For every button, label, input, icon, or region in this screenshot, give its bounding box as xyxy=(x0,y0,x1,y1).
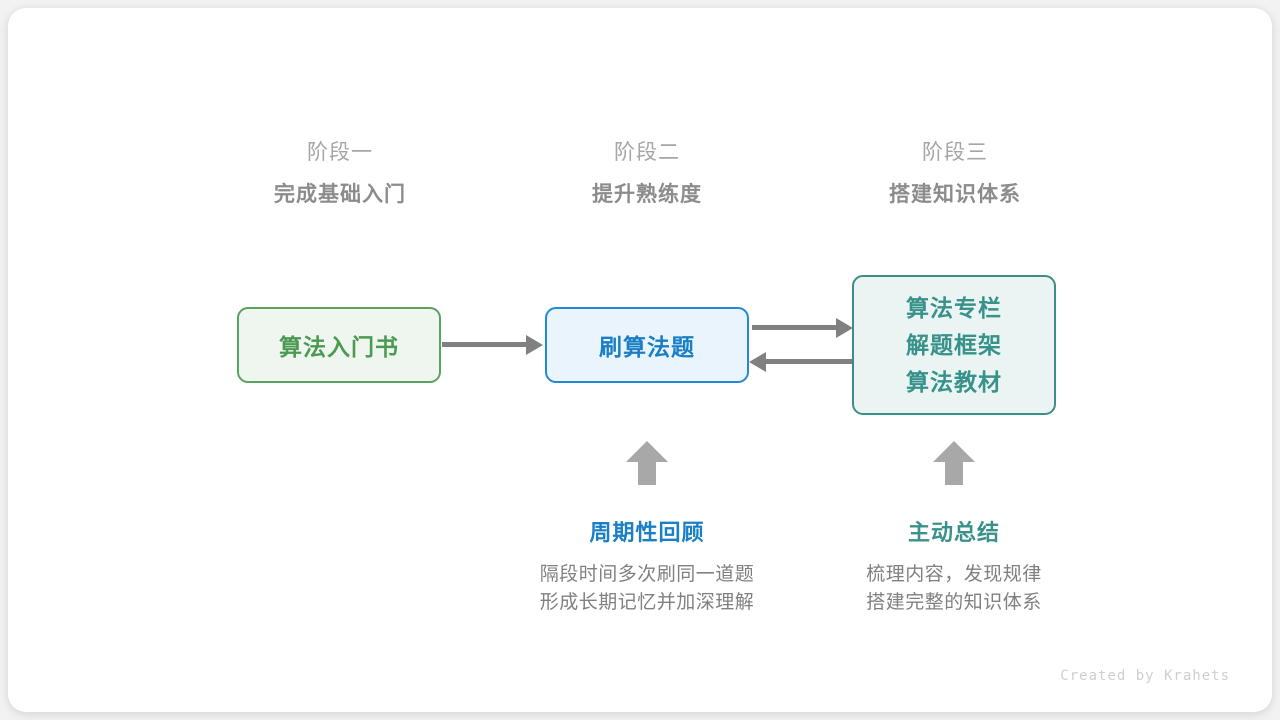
stage-header-3: 阶段三 搭建知识体系 xyxy=(825,138,1085,212)
stage-number: 阶段一 xyxy=(307,141,373,164)
stage-title: 提升熟练度 xyxy=(592,183,702,206)
note-description-line-2: 形成长期记忆并加深理解 xyxy=(539,592,755,613)
arrow-book-to-practice-line xyxy=(442,342,527,347)
note-description-line-1: 梳理内容，发现规律 xyxy=(866,564,1042,585)
node-label: 算法入门书 xyxy=(279,334,399,360)
stage-title: 搭建知识体系 xyxy=(889,183,1021,206)
node-practice-problems: 刷算法题 xyxy=(545,307,749,383)
arrow-resources-to-practice-line xyxy=(766,359,852,364)
note-active-summary: 主动总结 梳理内容，发现规律 搭建完整的知识体系 xyxy=(804,518,1104,617)
arrow-resources-to-practice-head-icon xyxy=(749,352,766,372)
stage-header-2: 阶段二 提升熟练度 xyxy=(517,138,777,212)
node-resources: 算法专栏 解题框架 算法教材 xyxy=(852,275,1056,415)
note-description: 梳理内容，发现规律 搭建完整的知识体系 xyxy=(804,561,1104,617)
stage-title: 完成基础入门 xyxy=(274,183,406,206)
arrow-book-to-practice-head-icon xyxy=(526,335,543,355)
node-label-line-1: 算法专栏 xyxy=(906,294,1002,321)
note-periodic-review: 周期性回顾 隔段时间多次刷同一道题 形成长期记忆并加深理解 xyxy=(497,518,797,617)
diagram-card: 阶段一 完成基础入门 阶段二 提升熟练度 阶段三 搭建知识体系 算法入门书 刷算… xyxy=(8,8,1272,712)
note-description: 隔段时间多次刷同一道题 形成长期记忆并加深理解 xyxy=(497,561,797,617)
note-description-line-2: 搭建完整的知识体系 xyxy=(866,592,1042,613)
arrow-practice-to-resources-head-icon xyxy=(836,318,853,338)
arrow-up-summary-icon xyxy=(933,441,975,485)
arrow-practice-to-resources-line xyxy=(752,325,837,330)
note-description-line-1: 隔段时间多次刷同一道题 xyxy=(539,564,755,585)
stage-header-1: 阶段一 完成基础入门 xyxy=(210,138,470,212)
note-title: 周期性回顾 xyxy=(589,520,705,545)
arrow-up-review-icon xyxy=(626,441,668,485)
node-intro-book: 算法入门书 xyxy=(237,307,441,383)
node-label-line-3: 算法教材 xyxy=(906,368,1002,395)
watermark-credit: Created by Krahets xyxy=(1060,668,1230,684)
stage-number: 阶段三 xyxy=(922,141,988,164)
stage-number: 阶段二 xyxy=(614,141,680,164)
note-title: 主动总结 xyxy=(907,520,1000,545)
node-label: 刷算法题 xyxy=(599,334,695,360)
node-label-line-2: 解题框架 xyxy=(906,331,1002,358)
